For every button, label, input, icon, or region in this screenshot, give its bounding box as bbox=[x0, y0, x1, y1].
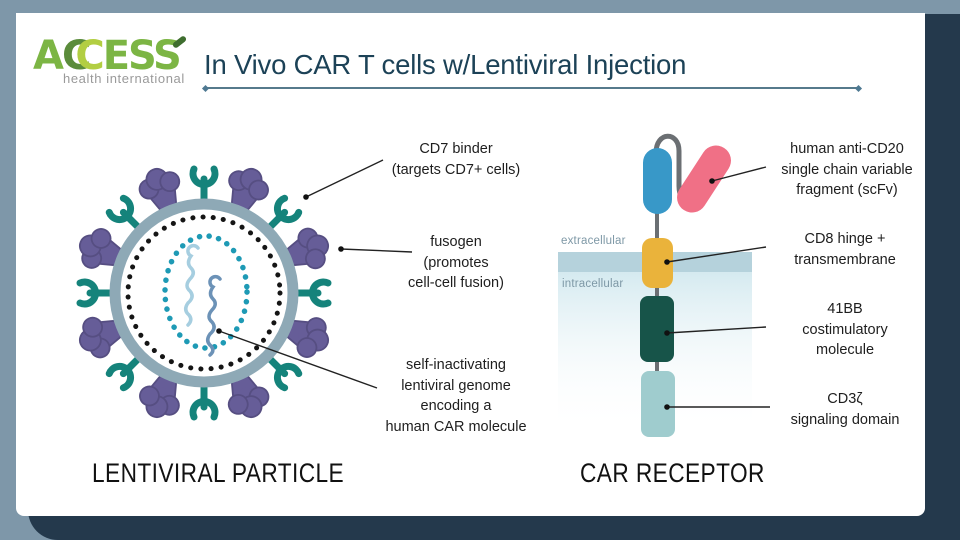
label-intracellular: intracellular bbox=[562, 278, 624, 290]
cell-membrane-band bbox=[558, 252, 752, 272]
label-cd3zeta: CD3ζ signaling domain bbox=[790, 391, 900, 428]
pointer-line-cd8 bbox=[666, 246, 767, 263]
logo-wordmark: ACCESS bbox=[33, 33, 188, 79]
pointer-line-41bb bbox=[666, 326, 767, 334]
access-health-logo: ACCESS health international bbox=[33, 33, 188, 86]
label-cd7-binder: CD7 binder (targets CD7+ cells) bbox=[391, 141, 521, 178]
label-cd8-hinge: CD8 hinge + transmembrane bbox=[794, 231, 896, 268]
rna-strand-light bbox=[184, 243, 200, 327]
logo-letter: C bbox=[75, 33, 104, 79]
lentiviral-particle-graphic bbox=[71, 160, 337, 426]
cd7-binder-receptors bbox=[80, 169, 328, 417]
label-genome: self-inactivating lentiviral genome enco… bbox=[385, 357, 527, 435]
genome-dotted-oval bbox=[162, 233, 250, 351]
page-title: In Vivo CAR T cells w/Lentiviral Injecti… bbox=[204, 49, 687, 80]
logo-letter: ESS bbox=[102, 33, 182, 79]
caption-lentiviral-particle: LENTIVIRAL PARTICLE bbox=[92, 458, 345, 488]
label-fusogen: fusogen (promotes cell-cell fusion) bbox=[408, 234, 504, 292]
scfv-pink-domain bbox=[677, 145, 731, 213]
rna-strand-dark bbox=[206, 274, 222, 357]
cd8-hinge-domain bbox=[642, 238, 673, 288]
intracellular-gradient bbox=[558, 272, 752, 434]
label-scfv: human anti-CD20 single chain variable fr… bbox=[781, 141, 913, 199]
logo-letter: C bbox=[61, 33, 91, 79]
scfv-blue-domain bbox=[643, 148, 672, 214]
fusogen-proteins bbox=[71, 160, 337, 426]
viral-envelope-ring bbox=[109, 198, 299, 388]
cd3zeta-domain bbox=[641, 371, 675, 437]
pointer-line-genome bbox=[218, 330, 378, 389]
label-41bb: 41BB costimulatory molecule bbox=[802, 301, 888, 359]
label-extracellular: extracellular bbox=[561, 235, 626, 247]
title-underline bbox=[201, 84, 863, 92]
underline-end-dot bbox=[201, 84, 210, 92]
capsid-dotted-ring bbox=[125, 214, 283, 372]
scfv-linker bbox=[653, 133, 705, 209]
pointer-line-scfv bbox=[711, 166, 767, 182]
caption-car-receptor: CAR RECEPTOR bbox=[580, 458, 765, 488]
pointer-line-cd7 bbox=[305, 159, 384, 198]
underline-end-dot bbox=[854, 84, 863, 92]
41bb-domain bbox=[640, 296, 674, 362]
logo-tagline: health international bbox=[63, 71, 185, 86]
logo-letter: A bbox=[33, 33, 64, 79]
